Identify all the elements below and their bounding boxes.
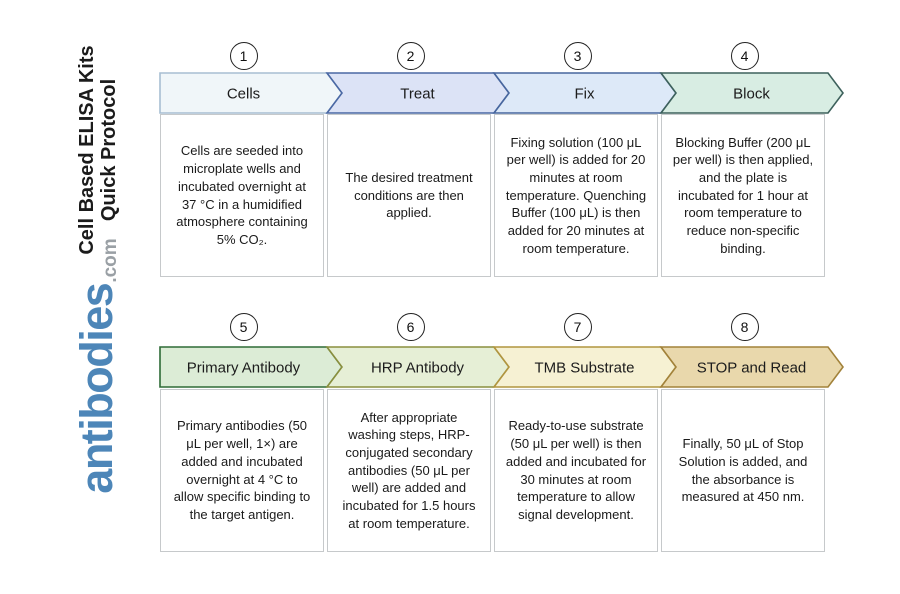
step-arrow-label: Cells bbox=[227, 86, 260, 103]
step-arrow-row: Cells Treat Fix Block bbox=[159, 72, 844, 114]
brand-logo-suffix: .com bbox=[100, 238, 121, 283]
step-description-text: The desired treatment conditions are the… bbox=[345, 169, 473, 221]
step-description: After appropriate washing steps, HRP-con… bbox=[327, 389, 491, 552]
brand-logo-text: antibodies bbox=[71, 283, 122, 494]
step-arrow bbox=[659, 346, 844, 388]
step-description: Cells are seeded into microplate wells a… bbox=[160, 114, 324, 277]
step-description: The desired treatment conditions are the… bbox=[327, 114, 491, 277]
step-description-text: Primary antibodies (50 μL per well, 1×) … bbox=[173, 418, 311, 522]
step-arrow-label: TMB Substrate bbox=[534, 360, 634, 377]
step-arrow-label: Fix bbox=[575, 86, 595, 103]
step-number-badge: 4 bbox=[730, 42, 759, 70]
step-arrow-row: Primary Antibody HRP Antibody TMB Substrat… bbox=[159, 346, 844, 388]
step-number-badge: 6 bbox=[396, 313, 425, 341]
step-number-badge: 3 bbox=[563, 42, 592, 70]
step-description: Ready-to-use substrate (50 μL per well) … bbox=[494, 389, 658, 552]
step-description: Finally, 50 μL of Stop Solution is added… bbox=[661, 389, 825, 552]
step-number-badge: 1 bbox=[229, 42, 258, 70]
step-arrow-label: Primary Antibody bbox=[187, 360, 301, 377]
brand-logo: antibodies.com bbox=[65, 236, 129, 496]
step-number-badge: 5 bbox=[229, 313, 258, 341]
step-description-text: Blocking Buffer (200 μL per well) is the… bbox=[672, 134, 814, 256]
step-description-text: Finally, 50 μL of Stop Solution is added… bbox=[678, 436, 808, 505]
step-arrow bbox=[659, 72, 844, 114]
step-description: Primary antibodies (50 μL per well, 1×) … bbox=[160, 389, 324, 552]
page-title: Cell Based ELISA Kits Quick Protocol bbox=[75, 42, 121, 258]
page-title-line2: Quick Protocol bbox=[98, 78, 120, 222]
step-description-text: Cells are seeded into microplate wells a… bbox=[176, 143, 308, 247]
step-number-badge: 7 bbox=[563, 313, 592, 341]
step-number-badge: 2 bbox=[396, 42, 425, 70]
step-description-text: Ready-to-use substrate (50 μL per well) … bbox=[505, 418, 647, 522]
step-description: Blocking Buffer (200 μL per well) is the… bbox=[661, 114, 825, 277]
page-title-line1: Cell Based ELISA Kits bbox=[76, 45, 98, 255]
step-arrow-label: HRP Antibody bbox=[371, 360, 465, 377]
step-number-badge: 8 bbox=[730, 313, 759, 341]
step-arrow-label: STOP and Read bbox=[697, 360, 807, 377]
step-description-text: After appropriate washing steps, HRP-con… bbox=[342, 409, 476, 531]
step-arrow-label: Treat bbox=[400, 86, 435, 103]
step-arrow-label: Block bbox=[733, 86, 770, 103]
step-description: Fixing solution (100 μL per well) is add… bbox=[494, 114, 658, 277]
step-description-text: Fixing solution (100 μL per well) is add… bbox=[505, 134, 647, 256]
